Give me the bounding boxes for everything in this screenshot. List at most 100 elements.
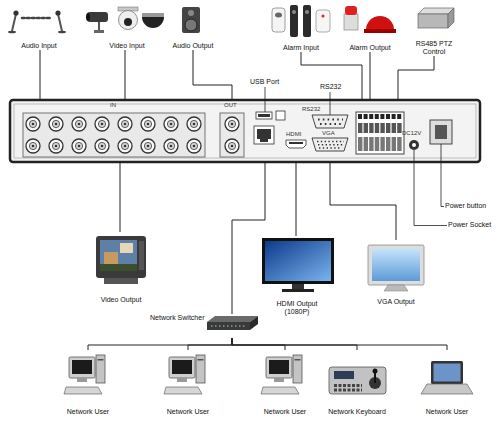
dome-camera (142, 17, 164, 28)
bnc-connector (164, 139, 178, 153)
bnc-connector (187, 139, 201, 153)
leader-lines (265, 87, 447, 226)
cable-connector (188, 338, 232, 350)
panel-inner-line (14, 104, 476, 158)
device-label: Alarm Input (268, 44, 334, 52)
beam-detector (290, 5, 298, 37)
siren-base (364, 29, 396, 33)
ptz-decoder-icon (418, 8, 454, 28)
device-label: Network User (415, 408, 479, 416)
network-switch: Network Switcher (150, 314, 260, 338)
device-label: Network Switcher (150, 314, 204, 322)
bnc-connector (225, 139, 239, 153)
cable-connector (370, 52, 371, 100)
joystick-stick (374, 372, 376, 383)
video-input-device: Video Input (86, 5, 168, 50)
microphone-head (13, 10, 18, 15)
bnc-connector (49, 139, 63, 153)
pir-sensor (272, 8, 285, 32)
cable-connector (330, 162, 396, 240)
desktop-pc-icon (64, 355, 105, 394)
switch-front (207, 322, 250, 330)
dvr-rear-panel-art (10, 100, 480, 162)
bnc-connector (187, 117, 201, 131)
bnc-input-area (23, 113, 205, 157)
crt-monitor-icon (96, 236, 146, 284)
callout-label: Power button (445, 202, 486, 210)
cable-connector (120, 162, 121, 232)
terminal-row (358, 114, 402, 119)
microphone-head (55, 10, 60, 15)
speaker-woofer (185, 19, 197, 31)
dome-camera (119, 11, 138, 30)
alarm-output-icons (344, 6, 396, 33)
dc-jack (409, 140, 419, 150)
monitor-controls (139, 241, 144, 270)
joystick-knob (373, 369, 378, 374)
leader-line (441, 144, 444, 207)
speaker-icon (182, 7, 200, 33)
leader-line (265, 87, 266, 112)
bnc-output-area (220, 113, 244, 157)
callout-label: USB Port (250, 78, 279, 86)
text-holder: Network User (56, 408, 120, 416)
port-pins (318, 119, 343, 121)
screen-image (104, 252, 118, 266)
eject-port (276, 111, 285, 120)
text-holder: Network Keyboard (325, 408, 389, 416)
rj45-port (254, 126, 274, 144)
decoder-side (448, 8, 454, 28)
microphone-icon (8, 10, 66, 33)
camera-icons (86, 7, 164, 33)
microphone-base (58, 31, 66, 34)
tv-bezel (262, 238, 334, 284)
text-holder: Video Output (85, 296, 157, 304)
cable-connector (232, 338, 447, 350)
network-switch-icon (207, 316, 258, 330)
switch-side (250, 316, 258, 330)
terminal-block (356, 112, 404, 154)
strobe-light (345, 6, 357, 15)
audio-input-device: Audio Input (8, 5, 70, 50)
laptop-base (421, 384, 473, 394)
callout-label: RS232 (320, 83, 341, 91)
device-label: HDMI Output (1080P) (272, 300, 322, 316)
network-client: Network User (56, 350, 120, 416)
monitor-screen (100, 240, 137, 271)
tv-screen (265, 241, 331, 281)
cable-connector (232, 338, 357, 350)
bnc-connector (118, 139, 132, 153)
rs232-port (312, 115, 348, 128)
camera-base (94, 30, 104, 33)
bnc-connector (164, 117, 178, 131)
hdmi-output-device: HDMI Output (1080P) (252, 236, 342, 316)
text-holder: Audio Input (8, 42, 70, 50)
hdmi-contacts (289, 142, 303, 144)
switch-top (207, 316, 258, 322)
monitor-body (96, 236, 146, 278)
device-label: Network User (56, 408, 120, 416)
device-label: Alarm Output (340, 44, 400, 52)
usb-port (256, 112, 272, 119)
bnc-connector (26, 139, 40, 153)
device-label: Video Output (85, 296, 157, 304)
microphone-stem (58, 14, 62, 31)
laptop-icon (421, 361, 473, 394)
text-holder: Network Switcher (150, 314, 204, 322)
video-output-device: Video Output (85, 232, 157, 304)
panel-port-label: HDMI (286, 131, 301, 138)
device-label: Audio Output (170, 42, 216, 50)
ptz-keyboard-icon (329, 367, 386, 394)
desktop-pc-icon (261, 355, 302, 394)
strobe-body (344, 14, 358, 30)
dome-camera-base (142, 13, 164, 17)
port-pins (320, 123, 341, 125)
text-holder: Network User (253, 408, 317, 416)
monitor-screen (372, 249, 420, 281)
microphone-dots (22, 17, 52, 20)
vga-output-device: VGA Output (360, 240, 432, 306)
dvr-rear-panel: INOUTRS232HDMIVGADC12V (10, 100, 480, 162)
panel-port-label: DC12V (402, 130, 421, 137)
